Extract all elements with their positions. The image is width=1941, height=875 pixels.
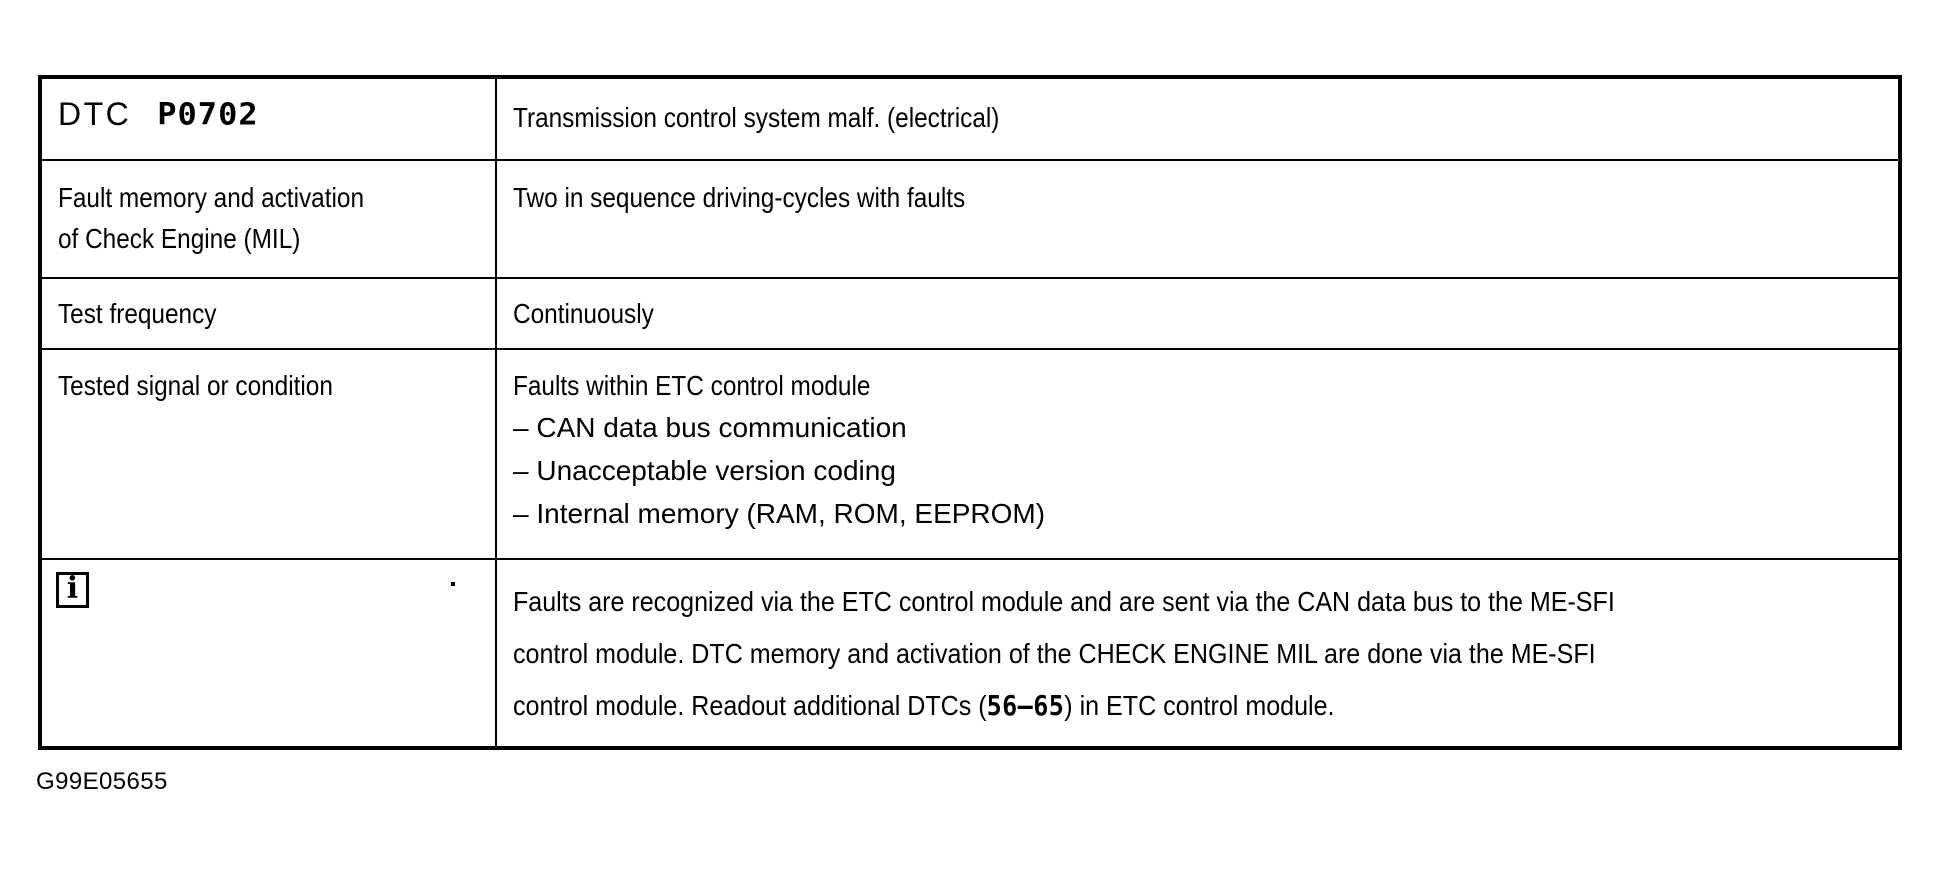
bullet-text: – Unacceptable version coding	[513, 455, 896, 486]
tested-signal-label-cell: Tested signal or condition	[39, 348, 497, 560]
fault-memory-value-cell: Two in sequence driving-cycles with faul…	[495, 159, 1901, 279]
tested-signal-heading: Faults within ETC control module	[513, 370, 871, 401]
info-note-line-3: control module. Readout additional DTCs …	[513, 680, 1898, 732]
dtc-code-value: P0702	[157, 96, 259, 132]
list-item: – Internal memory (RAM, ROM, EEPROM)	[513, 492, 1898, 535]
dtc-fault-table: DTC P0702 Transmission control system ma…	[38, 75, 1902, 750]
fault-memory-value-text: Two in sequence driving-cycles with faul…	[513, 182, 966, 213]
table-row-info-note: i Faults are recognized via the ETC cont…	[39, 558, 1901, 749]
test-frequency-value-cell: Continuously	[495, 277, 1901, 350]
info-icon-cell: i	[39, 558, 497, 749]
info-note-cell: Faults are recognized via the ETC contro…	[495, 558, 1901, 749]
bullet-text: – Internal memory (RAM, ROM, EEPROM)	[513, 498, 1046, 529]
figure-caption: G99E05655	[36, 768, 168, 795]
fault-memory-label-line1: Fault memory and activation	[58, 182, 364, 213]
info-icon: i	[56, 572, 89, 608]
dtc-description-cell: Transmission control system malf. (elect…	[495, 76, 1901, 161]
test-frequency-label-text: Test frequency	[58, 298, 217, 329]
dtc-keyword: DTC	[58, 96, 132, 132]
info-note-line-3-text-a: control module. Readout additional DTCs …	[513, 690, 987, 721]
info-note-dtc-range: 56–65	[986, 689, 1065, 722]
bullet-text: – CAN data bus communication	[513, 412, 907, 443]
dtc-description-text: Transmission control system malf. (elect…	[513, 102, 1000, 133]
test-frequency-value-text: Continuously	[513, 298, 654, 329]
fault-memory-label-cell: Fault memory and activation of Check Eng…	[39, 159, 497, 279]
info-note-line-2: control module. DTC memory and activatio…	[513, 628, 1898, 680]
list-item: – CAN data bus communication	[513, 406, 1898, 449]
table-row-tested-signal: Tested signal or condition Faults within…	[39, 348, 1901, 560]
table-row-dtc: DTC P0702 Transmission control system ma…	[39, 76, 1901, 161]
info-note-line-1: Faults are recognized via the ETC contro…	[513, 576, 1898, 628]
info-note-line-3-text-b: ) in ETC control module.	[1064, 690, 1335, 721]
tested-signal-bullet-list: – CAN data bus communication – Unaccepta…	[513, 406, 1898, 535]
tested-signal-label-text: Tested signal or condition	[58, 370, 333, 401]
table-row-fault-memory: Fault memory and activation of Check Eng…	[39, 159, 1901, 279]
info-icon-glyph: i	[66, 571, 79, 606]
fault-memory-label-line2: of Check Engine (MIL)	[58, 223, 301, 254]
info-note-line-3-group: control module. Readout additional DTCs …	[513, 680, 1334, 732]
list-item: – Unacceptable version coding	[513, 449, 1898, 492]
tested-signal-value-cell: Faults within ETC control module – CAN d…	[495, 348, 1901, 560]
scan-artifact-speck	[451, 582, 455, 586]
info-note-line-1-text: Faults are recognized via the ETC contro…	[513, 586, 1615, 617]
test-frequency-label-cell: Test frequency	[39, 277, 497, 350]
dtc-label-cell: DTC P0702	[39, 76, 497, 161]
table-row-test-frequency: Test frequency Continuously	[39, 277, 1901, 350]
info-note-line-2-text: control module. DTC memory and activatio…	[513, 638, 1596, 669]
